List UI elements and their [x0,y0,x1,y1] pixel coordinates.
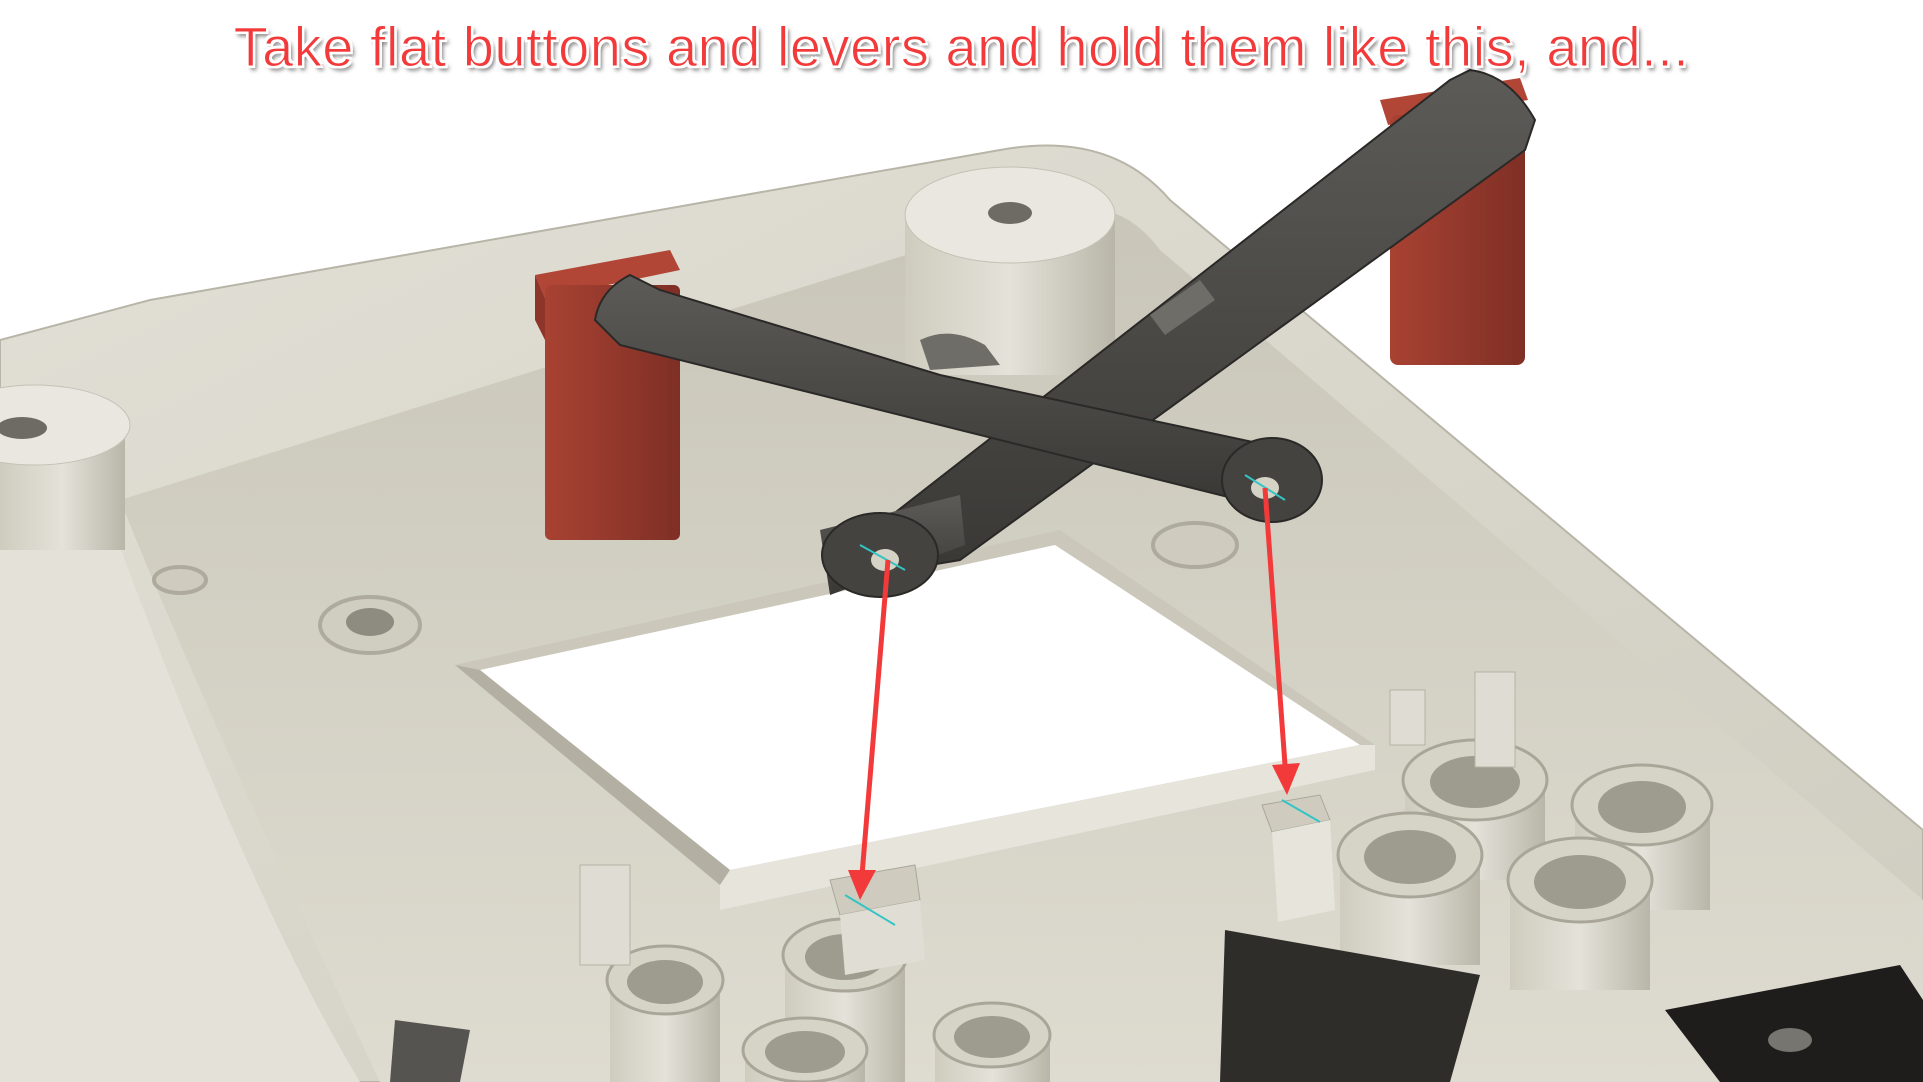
pivot-arrow-right [1262,487,1300,795]
controller-case-render [0,144,1923,1082]
button-sleeves-right [1336,738,1714,990]
screw-hole-left [318,595,422,655]
caption-heading: Take flat buttons and levers and hold th… [233,15,1690,79]
tab-posts [579,671,1516,966]
pivot-post-right [1261,794,1335,922]
left-lever [593,273,1323,523]
screw-hole-small [152,565,208,595]
screw-hole-right [1151,521,1239,569]
pivot-post-left [829,864,925,975]
screw-boss-left [0,384,131,550]
pivot-arrow-left [848,559,891,900]
axis-markers [844,474,1321,926]
